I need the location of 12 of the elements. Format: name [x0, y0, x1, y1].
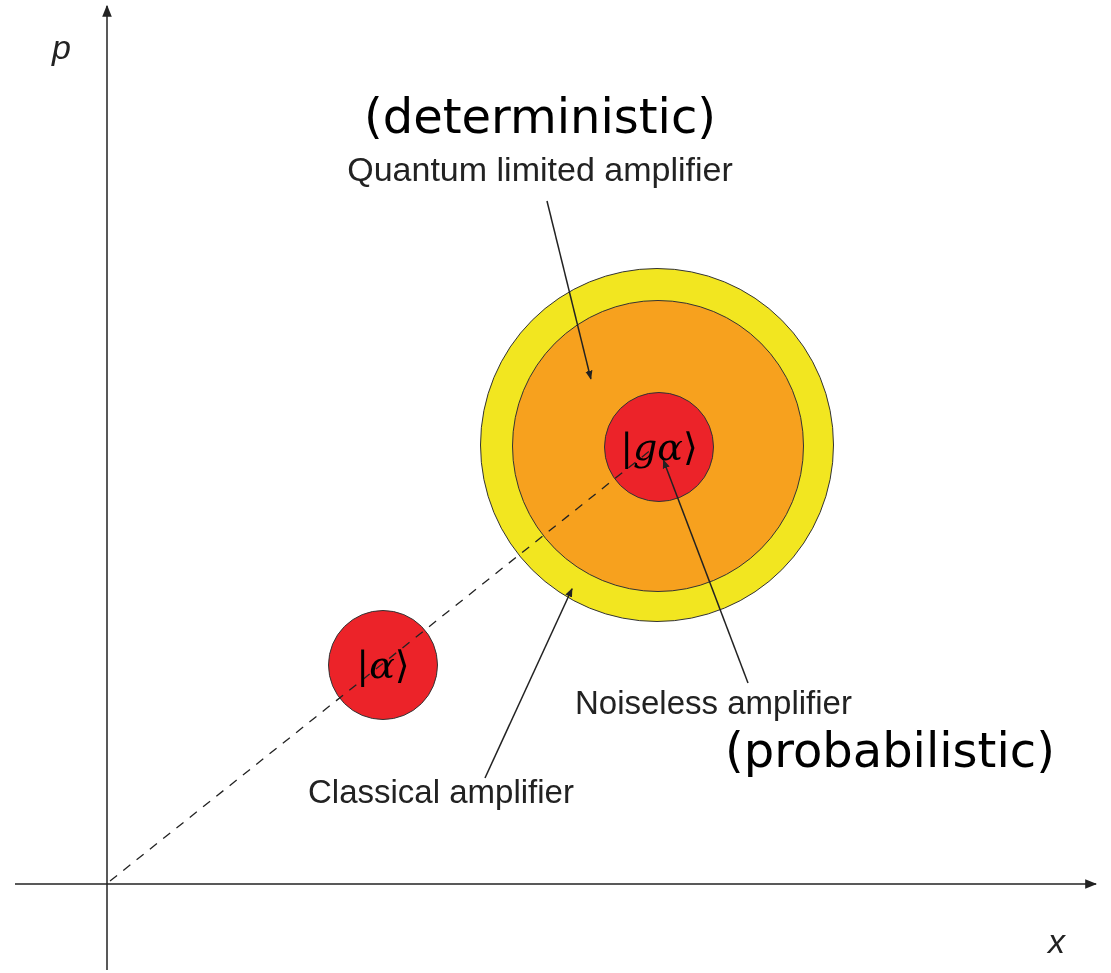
- leader-arrow: [662, 459, 749, 684]
- amplifier-label: Noiseless amplifier: [575, 684, 852, 722]
- amplifier-label: Classical amplifier: [308, 773, 574, 811]
- axis-label: p: [52, 28, 71, 67]
- mode-heading: (probabilistic): [725, 722, 1055, 778]
- leader-arrow: [546, 200, 593, 380]
- amplifier-label: Quantum limited amplifier: [347, 150, 733, 189]
- state-label: |α⟩: [356, 643, 410, 687]
- state-label: |gα⟩: [620, 425, 698, 469]
- leader-arrow: [484, 587, 573, 779]
- mode-heading: (deterministic): [363, 88, 717, 144]
- axis-label: x: [1048, 922, 1065, 961]
